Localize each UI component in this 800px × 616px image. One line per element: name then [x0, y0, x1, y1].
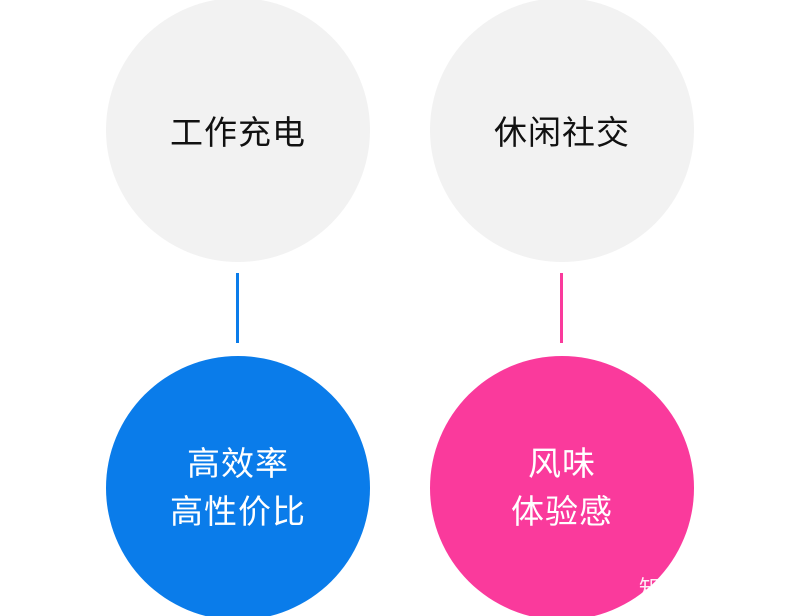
node-flavor: 风味 体验感	[430, 356, 694, 616]
node-leisure-social-label: 休闲社交	[494, 113, 630, 152]
connector-left	[236, 273, 239, 343]
node-leisure-social: 休闲社交	[430, 0, 694, 262]
connector-right	[560, 273, 563, 343]
node-flavor-line2: 体验感	[511, 492, 613, 531]
watermark: 知乎 @inDare	[639, 576, 778, 600]
node-flavor-line1: 风味	[528, 444, 596, 483]
node-efficiency-line1: 高效率	[187, 444, 289, 483]
node-work-recharge-label: 工作充电	[170, 113, 306, 152]
node-efficiency-line2: 高性价比	[170, 492, 306, 531]
node-work-recharge: 工作充电	[106, 0, 370, 262]
node-efficiency: 高效率 高性价比	[106, 356, 370, 616]
